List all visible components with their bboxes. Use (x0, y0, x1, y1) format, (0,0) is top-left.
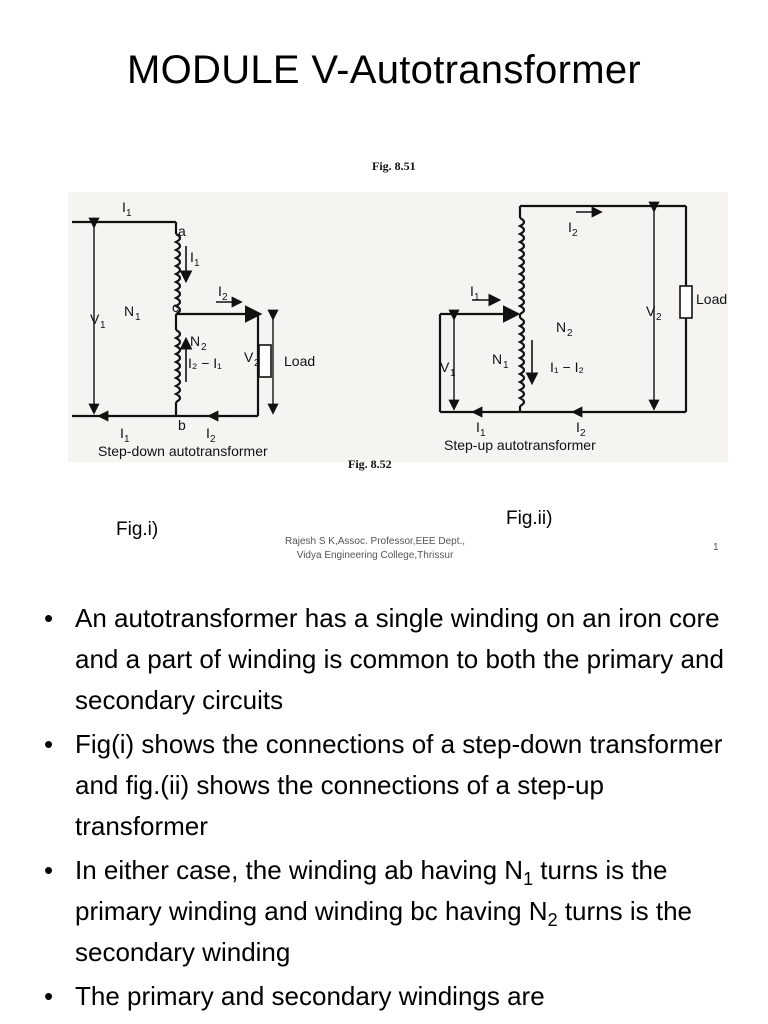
page-number: 1 (713, 542, 719, 553)
svg-text:2: 2 (567, 328, 573, 339)
svg-text:1: 1 (100, 320, 106, 331)
bullet-item: The primary and secondary windings are (44, 976, 744, 1017)
right-caption: Step-up autotransformer (444, 437, 596, 453)
svg-text:2: 2 (254, 358, 260, 369)
left-caption: Step-down autotransformer (98, 443, 268, 459)
step-down-diagram (72, 217, 279, 422)
bullet-item: An autotransformer has a single winding … (44, 598, 744, 721)
caption-fig-ii: Fig.ii) (506, 508, 553, 529)
right-label-I1-minus-I2: I₁ − I₂ (550, 359, 584, 375)
left-label-N1: N (124, 303, 134, 319)
left-label-N2: N (190, 333, 200, 349)
right-label-I1-in: I (470, 283, 474, 299)
left-label-I1-top: I (122, 199, 126, 215)
svg-text:1: 1 (480, 428, 486, 439)
svg-text:2: 2 (572, 228, 578, 239)
right-label-I2-bottom: I (576, 419, 580, 435)
svg-text:1: 1 (503, 360, 509, 371)
left-label-load: Load (284, 353, 315, 369)
left-label-b: b (178, 417, 186, 433)
svg-text:1: 1 (474, 292, 480, 303)
footer-author: Rajesh S K,Assoc. Professor,EEE Dept., (284, 536, 466, 547)
left-label-V1: V (90, 311, 100, 327)
svg-text:2: 2 (656, 312, 662, 323)
right-label-N1: N (492, 351, 502, 367)
slide-footer: Rajesh S K,Assoc. Professor,EEE Dept., V… (250, 535, 500, 563)
svg-text:1: 1 (124, 434, 130, 445)
bullet-item: In either case, the winding ab having N1… (44, 850, 744, 973)
right-label-load: Load (696, 291, 727, 307)
center-figure-label: Fig. 8.52 (348, 457, 392, 471)
step-up-diagram (438, 201, 693, 418)
svg-text:1: 1 (126, 208, 132, 219)
left-label-a: a (178, 223, 186, 239)
right-label-I2-top: I (568, 219, 572, 235)
left-label-I2-minus-I1: I₂ − I₁ (188, 355, 222, 371)
right-label-I1-bottom: I (476, 419, 480, 435)
left-label-I1-coil: I (190, 249, 194, 265)
caption-fig-i: Fig.i) (116, 519, 159, 540)
left-label-c: c (172, 299, 179, 315)
svg-text:1: 1 (450, 368, 456, 379)
top-figure-label: Fig. 8.51 (372, 159, 416, 173)
circuit-diagrams-svg: Fig. 8.51 (68, 159, 728, 471)
left-label-I2-right: I (218, 283, 222, 299)
right-label-N2: N (556, 319, 566, 335)
svg-text:2: 2 (222, 292, 228, 303)
right-label-V1: V (440, 359, 450, 375)
circuit-figure: Fig. 8.51 (60, 150, 760, 490)
bullet-list: An autotransformer has a single winding … (44, 598, 744, 1020)
svg-text:2: 2 (201, 342, 207, 353)
slide-title: MODULE V-Autotransformer (126, 48, 642, 92)
svg-text:1: 1 (194, 258, 200, 269)
left-label-V2: V (244, 349, 254, 365)
svg-text:2: 2 (580, 428, 586, 439)
left-label-I1-bottom: I (120, 425, 124, 441)
bullet-item: Fig(i) shows the connections of a step-d… (44, 724, 744, 847)
right-label-V2: V (646, 303, 656, 319)
footer-college: Vidya Engineering College,Thrissur (296, 550, 454, 561)
left-label-I2-bottom: I (206, 425, 210, 441)
svg-text:1: 1 (135, 312, 141, 323)
scan-background (68, 192, 728, 462)
svg-text:2: 2 (210, 434, 216, 445)
